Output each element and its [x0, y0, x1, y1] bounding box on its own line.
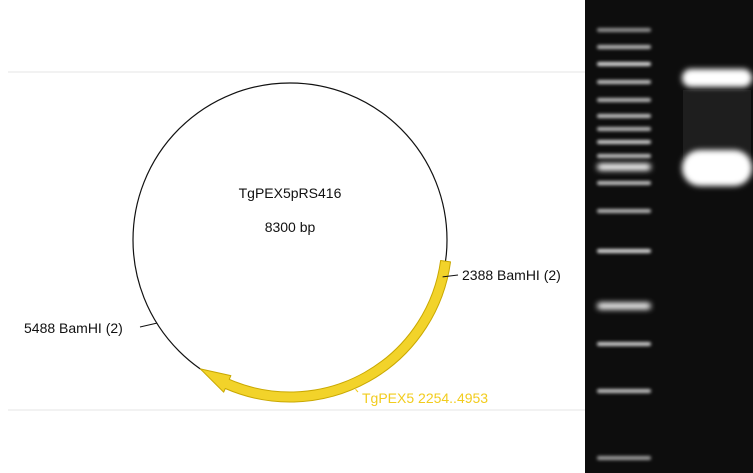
site-tick-bamhi-5488	[139, 322, 157, 328]
ladder-band	[597, 154, 651, 158]
plasmid-name: TgPEX5pRS416	[239, 185, 342, 201]
site-label-bamhi-5488: 5488 BamHI (2)	[24, 320, 123, 336]
ladder-band	[597, 98, 651, 102]
feature-label-leader	[355, 388, 359, 393]
ladder-band	[597, 140, 651, 144]
ladder-band	[597, 249, 651, 253]
feature-arrow-tgpex5	[199, 260, 452, 403]
plasmid-map-panel: TgPEX5pRS416 8300 bp 2388 BamHI (2) 5488…	[8, 71, 585, 411]
plasmid-length: 8300 bp	[265, 219, 316, 235]
agarose-gel-image	[585, 0, 753, 473]
sample-smear	[683, 90, 751, 160]
ladder-band	[597, 45, 651, 49]
ladder-band	[597, 302, 651, 310]
site-label-bamhi-2388: 2388 BamHI (2)	[462, 267, 561, 283]
site-tick-bamhi-2388	[442, 274, 459, 278]
ladder-band	[597, 342, 651, 346]
ladder-band	[597, 389, 651, 393]
sample-band	[682, 69, 752, 87]
plasmid-map: TgPEX5pRS416 8300 bp 2388 BamHI (2) 5488…	[8, 71, 585, 411]
ladder-band	[597, 114, 651, 118]
gel-bands	[597, 28, 752, 460]
ladder-band	[597, 28, 651, 32]
gel-lane-sample	[682, 69, 752, 186]
ladder-band	[597, 209, 651, 213]
feature-label: TgPEX5 2254..4953	[362, 390, 488, 406]
ladder-band	[597, 62, 651, 66]
ladder-band	[597, 456, 651, 460]
feature-arrow-shape	[199, 260, 452, 403]
sample-band	[682, 150, 752, 186]
ladder-band	[597, 80, 651, 84]
ladder-band	[597, 163, 651, 171]
ladder-band	[597, 127, 651, 131]
ladder-band	[597, 181, 651, 185]
gel-lane-ladder	[597, 28, 651, 460]
